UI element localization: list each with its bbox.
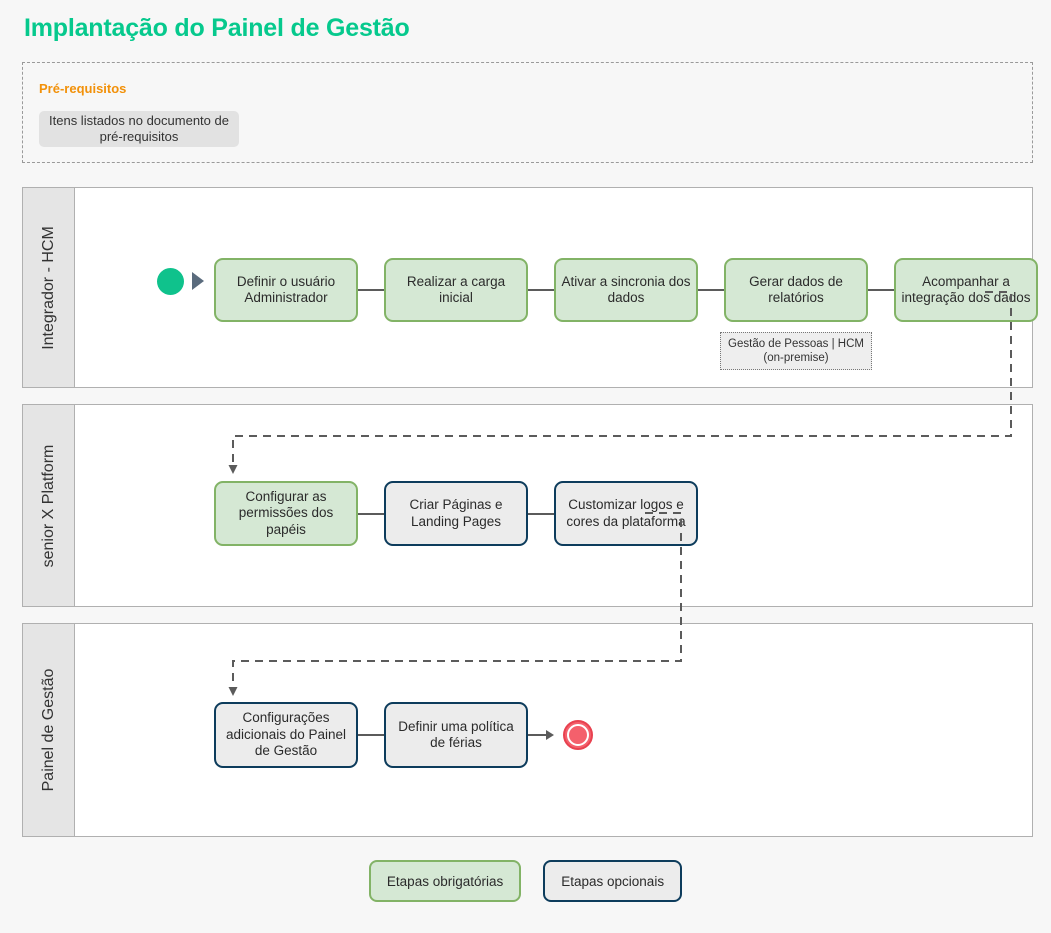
task-acompanhar-integracao-dados[interactable]: Acompanhar a integração dos dados [894, 258, 1038, 322]
swimlane-label: Integrador - HCM [39, 225, 57, 350]
connector-line [358, 289, 396, 291]
prerequisites-chip: Itens listados no documento de pré-requi… [39, 111, 239, 147]
task-configurar-permissoes-papeis[interactable]: Configurar as permissões dos papéis [214, 481, 358, 546]
task-criar-paginas-landing-pages[interactable]: Criar Páginas e Landing Pages [384, 481, 528, 546]
legend-optional-chip: Etapas opcionais [543, 860, 683, 902]
task-customizar-logos-cores[interactable]: Customizar logos e cores da plataforma [554, 481, 698, 546]
start-event-green-icon [157, 268, 184, 295]
connector-line [868, 289, 906, 291]
swimlane-label: Painel de Gestão [39, 668, 57, 792]
legend: Etapas obrigatórias Etapas opcionais [0, 860, 1051, 902]
swimlane-label: senior X Platform [39, 444, 57, 567]
connector-arrow-icon [546, 730, 554, 740]
connector-line [528, 289, 566, 291]
swimlane-header-senior-x-platform: senior X Platform [23, 405, 75, 606]
prerequisites-heading: Pré-requisitos [39, 81, 127, 96]
task-gerar-dados-relatorios[interactable]: Gerar dados de relatórios [724, 258, 868, 322]
swimlane-senior-x-platform: senior X Platform Configurar as permissõ… [22, 404, 1033, 607]
task-realizar-carga-inicial[interactable]: Realizar a carga inicial [384, 258, 528, 322]
swimlane-integrador-hcm: Integrador - HCM Definir o usuário Admin… [22, 187, 1038, 388]
swimlane-body-senior-x-platform: Configurar as permissões dos papéis Cria… [75, 405, 1032, 606]
task-ativar-sincronia-dados[interactable]: Ativar a sincronia dos dados [554, 258, 698, 322]
connector-line [358, 734, 396, 736]
start-triangle-icon [192, 272, 204, 290]
end-event-red-icon [563, 720, 593, 750]
legend-mandatory-chip: Etapas obrigatórias [368, 860, 522, 902]
swimlane-body-painel-de-gestao: Configurações adicionais do Painel de Ge… [75, 624, 1032, 836]
swimlane-painel-de-gestao: Painel de Gestão Configurações adicionai… [22, 623, 1033, 837]
task-definir-usuario-administrador[interactable]: Definir o usuário Administrador [214, 258, 358, 322]
task-definir-politica-ferias[interactable]: Definir uma política de férias [384, 702, 528, 768]
prerequisites-panel: Pré-requisitos Itens listados no documen… [22, 62, 1033, 163]
annotation-gestao-de-pessoas-hcm: Gestão de Pessoas | HCM (on-premise) [720, 332, 872, 370]
swimlane-header-integrador-hcm: Integrador - HCM [23, 188, 75, 387]
swimlane-header-painel-de-gestao: Painel de Gestão [23, 624, 75, 836]
task-configuracoes-adicionais-painel[interactable]: Configurações adicionais do Painel de Ge… [214, 702, 358, 768]
page-title: Implantação do Painel de Gestão [24, 14, 410, 42]
swimlane-body-integrador-hcm: Definir o usuário Administrador Realizar… [75, 188, 1038, 387]
connector-line [698, 289, 736, 291]
connector-line [528, 734, 548, 736]
